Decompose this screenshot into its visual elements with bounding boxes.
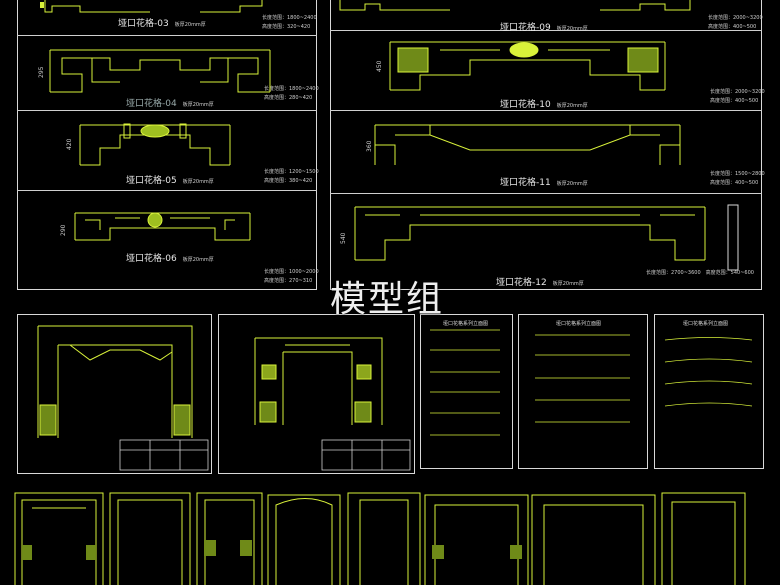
sheet-divider [17, 35, 317, 36]
watermark-text: 模型组 [330, 279, 445, 320]
drawing-sheet-right [330, 0, 762, 290]
sheet-divider [330, 30, 762, 31]
series-sheet-3 [654, 314, 764, 469]
sheet-divider [330, 110, 762, 111]
doorway-sheet-2 [218, 314, 415, 474]
series-sheet-title-3: 垭口花格系列立面图 [683, 321, 729, 327]
drawing-sheet-left [17, 0, 317, 290]
sheet-divider [330, 193, 762, 194]
sheet-divider [17, 110, 317, 111]
series-sheet-title-2: 垭口花格系列立面图 [556, 321, 602, 327]
doorway-sheet-1 [17, 314, 212, 474]
frame-spec-12: 长度范围：2700~3600 高度范围：540~600 [646, 270, 754, 276]
series-sheet-2 [518, 314, 648, 469]
series-sheet-title-1: 垭口花格系列立面图 [443, 321, 489, 327]
sheet-divider [17, 190, 317, 191]
series-sheet-1 [420, 314, 513, 469]
